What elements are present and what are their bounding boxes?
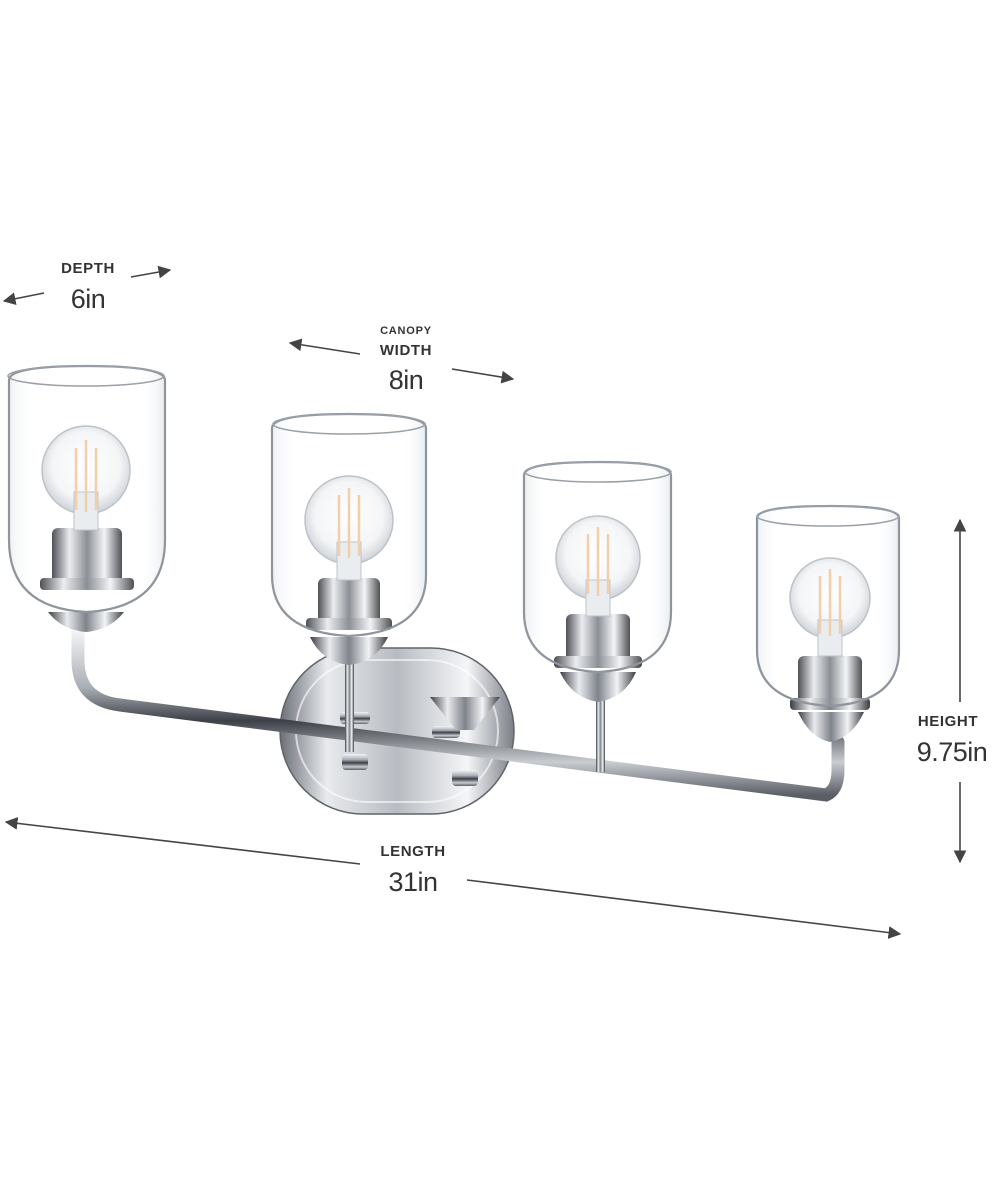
main-arm bbox=[71, 623, 845, 802]
lamp-2 bbox=[270, 412, 428, 665]
depth-value: 6in bbox=[70, 284, 106, 314]
canopy-width-value: 8in bbox=[388, 365, 424, 395]
lamp-1 bbox=[7, 364, 167, 632]
lamp-3 bbox=[522, 460, 673, 702]
length-label: LENGTH bbox=[380, 843, 446, 860]
length-value: 31in bbox=[388, 867, 438, 897]
height-label: HEIGHT bbox=[917, 713, 979, 730]
height-value: 9.75in bbox=[916, 737, 988, 767]
canopy-width-label: WIDTH bbox=[379, 342, 433, 359]
lamp-4 bbox=[755, 504, 901, 742]
depth-label: DEPTH bbox=[61, 260, 115, 277]
canopy-label: CANOPY bbox=[380, 325, 432, 337]
